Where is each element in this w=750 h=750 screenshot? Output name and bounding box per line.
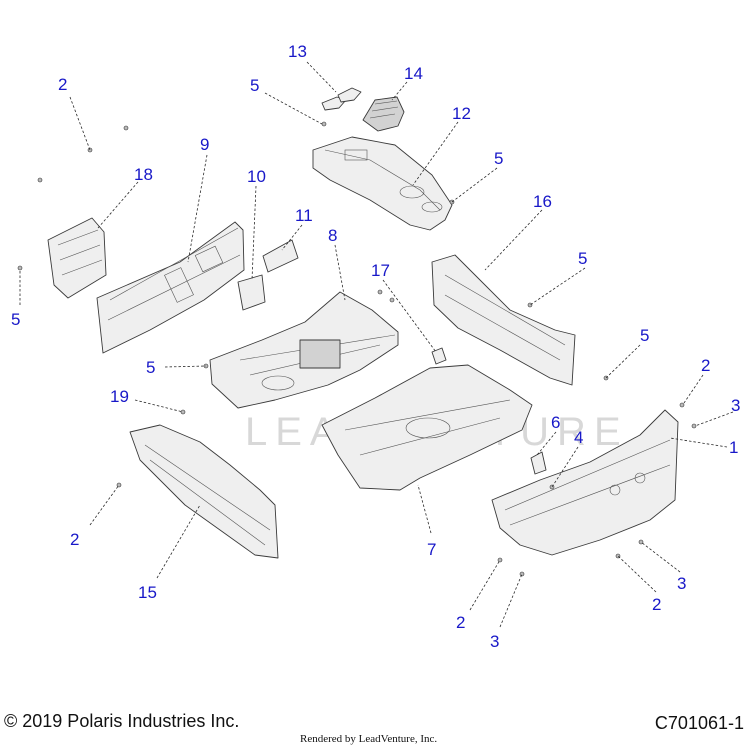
callout-3: 3	[490, 632, 499, 651]
fasteners	[17, 121, 697, 577]
callouts: 2 5 13 14 12 9 18 10 11 5 16 5 8 17 5 5 …	[11, 42, 740, 651]
callout-7: 7	[427, 540, 436, 559]
callout-8: 8	[328, 226, 337, 245]
leader-lines	[19, 61, 734, 628]
part-11-cover	[262, 239, 299, 273]
callout-5: 5	[640, 326, 649, 345]
callout-2: 2	[70, 530, 79, 549]
callout-19: 19	[110, 387, 129, 406]
callout-5: 5	[250, 76, 259, 95]
part-8-floor-frame	[209, 291, 399, 409]
part-18-heat-shield	[47, 217, 107, 299]
part-17-bracket	[431, 347, 447, 365]
part-13-clip	[321, 87, 362, 111]
callout-14: 14	[404, 64, 423, 83]
part-7-floor-pan	[321, 364, 533, 491]
copyright-text: © 2019 Polaris Industries Inc.	[4, 711, 240, 731]
callout-13: 13	[288, 42, 307, 61]
part-10-panel	[237, 274, 266, 311]
callout-5: 5	[11, 310, 20, 329]
callout-16: 16	[533, 192, 552, 211]
callout-17: 17	[371, 261, 390, 280]
part-15-left-rocker	[129, 424, 279, 559]
callout-5: 5	[578, 249, 587, 268]
callout-12: 12	[452, 104, 471, 123]
callout-2: 2	[652, 595, 661, 614]
callout-9: 9	[200, 135, 209, 154]
callout-6: 6	[551, 413, 560, 432]
callout-11: 11	[295, 206, 313, 225]
callout-2: 2	[701, 356, 710, 375]
part-6-clip	[530, 451, 547, 475]
rendered-by-text: Rendered by LeadVenture, Inc.	[300, 733, 438, 745]
callout-5: 5	[494, 149, 503, 168]
callout-10: 10	[247, 167, 266, 186]
part-9-firewall-panel	[96, 221, 245, 354]
callout-2: 2	[456, 613, 465, 632]
callout-2: 2	[58, 75, 67, 94]
callout-5: 5	[146, 358, 155, 377]
callout-3: 3	[677, 574, 686, 593]
part-16-right-rocker	[431, 254, 576, 386]
part-14-boot	[362, 96, 405, 132]
callout-15: 15	[138, 583, 157, 602]
callout-4: 4	[574, 428, 583, 447]
callout-18: 18	[134, 165, 153, 184]
callout-3: 3	[731, 396, 740, 415]
drawing-id: C701061-1	[654, 713, 744, 733]
callout-1: 1	[729, 438, 738, 457]
part-1-side-panel	[491, 409, 679, 556]
part-12-center-console	[312, 136, 453, 231]
